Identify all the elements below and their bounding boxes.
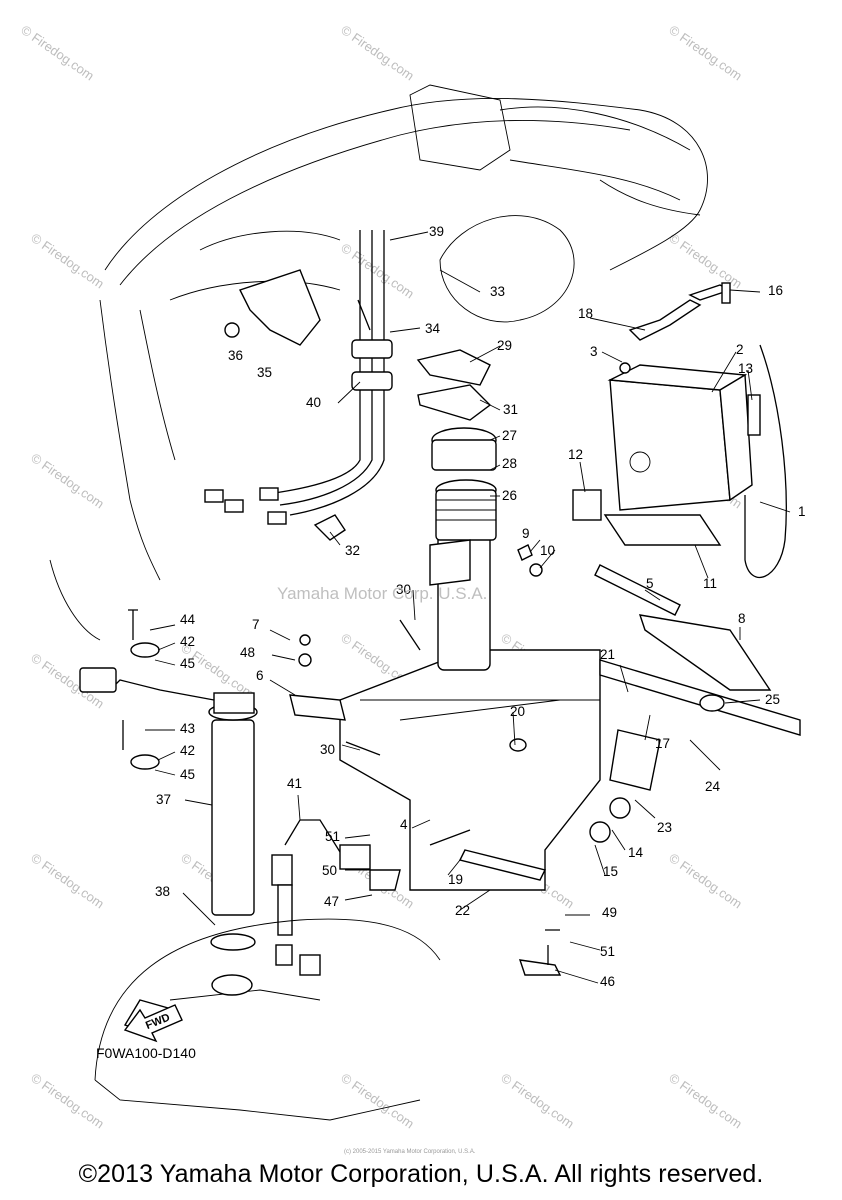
callout-11: 11 xyxy=(703,576,717,591)
bracket-35 xyxy=(224,269,321,346)
callout-12: 12 xyxy=(568,447,583,462)
firedog-watermark: © Firedog.com xyxy=(338,1070,417,1131)
callout-37: 37 xyxy=(156,792,171,807)
firedog-watermarks: © Firedog.com © Firedog.com © Firedog.com ©… xyxy=(18,22,745,1131)
leader-lines xyxy=(145,231,791,984)
callout-47: 47 xyxy=(324,894,339,909)
callout-49: 49 xyxy=(602,905,617,920)
callout-41: 41 xyxy=(287,776,302,791)
firedog-watermark: © Firedog.com xyxy=(28,230,107,291)
callout-15: 15 xyxy=(603,864,618,879)
callout-6: 6 xyxy=(256,668,264,683)
callout-14: 14 xyxy=(628,845,644,860)
callout-44: 44 xyxy=(180,612,196,627)
callout-32: 32 xyxy=(345,543,360,558)
callout-7: 7 xyxy=(252,617,260,632)
firedog-watermark: © Firedog.com xyxy=(18,22,97,83)
callout-1: 1 xyxy=(798,504,806,519)
callout-24: 24 xyxy=(705,779,721,794)
callout-35: 35 xyxy=(257,365,272,380)
callout-17: 17 xyxy=(655,736,670,751)
firedog-watermark: © Firedog.com xyxy=(498,1070,577,1131)
callout-18: 18 xyxy=(578,306,593,321)
tiny-copyright-note: (c) 2005-2015 Yamaha Motor Corporation, … xyxy=(344,1149,476,1155)
callout-4: 4 xyxy=(400,817,408,832)
callout-10: 10 xyxy=(540,543,555,558)
callout-45: 45 xyxy=(180,767,195,782)
figure-code: F0WA100-D140 xyxy=(96,1045,196,1061)
callout-38: 38 xyxy=(155,884,170,899)
firedog-watermark: © Firedog.com xyxy=(666,850,745,911)
firedog-watermark: © Firedog.com xyxy=(666,22,745,83)
firedog-watermark: © Firedog.com xyxy=(666,230,745,291)
callout-34: 34 xyxy=(425,321,441,336)
callout-40: 40 xyxy=(306,395,321,410)
callout-36: 36 xyxy=(228,348,243,363)
callout-19: 19 xyxy=(448,872,463,887)
holder-29-31 xyxy=(416,349,492,421)
fuel-tank xyxy=(339,427,601,891)
callout-25: 25 xyxy=(765,692,780,707)
callout-16: 16 xyxy=(768,283,783,298)
callout-30: 30 xyxy=(320,742,335,757)
callout-31: 31 xyxy=(503,402,518,417)
firedog-watermark: © Firedog.com xyxy=(28,450,107,511)
callout-51: 51 xyxy=(600,944,615,959)
copyright-footer: ©2013 Yamaha Motor Corporation, U.S.A. A… xyxy=(78,1160,764,1188)
battery-brackets xyxy=(594,282,801,791)
battery xyxy=(572,344,787,578)
callout-42: 42 xyxy=(180,634,195,649)
callout-9: 9 xyxy=(522,526,530,541)
fwd-arrow-icon: FWD xyxy=(123,1004,183,1043)
callout-20: 20 xyxy=(510,704,525,719)
yamaha-watermark: Yamaha Motor Corp. U.S.A. xyxy=(277,584,488,603)
callout-30: 30 xyxy=(396,582,411,597)
callout-5: 5 xyxy=(646,576,654,591)
callout-8: 8 xyxy=(738,611,746,626)
callout-26: 26 xyxy=(502,488,517,503)
callout-21: 21 xyxy=(600,647,615,662)
callout-23: 23 xyxy=(657,820,672,835)
vehicle-body-outline xyxy=(49,84,708,641)
sender-41 xyxy=(271,819,371,936)
clamp-32 xyxy=(313,514,346,541)
firedog-watermark: © Firedog.com xyxy=(338,22,417,83)
callout-2: 2 xyxy=(736,342,744,357)
callout-43: 43 xyxy=(180,721,195,736)
misc-parts xyxy=(289,299,631,976)
callout-39: 39 xyxy=(429,224,444,239)
callout-48: 48 xyxy=(240,645,255,660)
wire-harness xyxy=(204,230,393,525)
firedog-watermark: © Firedog.com xyxy=(666,1070,745,1131)
callout-42: 42 xyxy=(180,743,195,758)
firedog-watermark: © Firedog.com xyxy=(28,850,107,911)
fuel-pump-37 xyxy=(79,609,258,951)
callout-51: 51 xyxy=(325,829,340,844)
callout-50: 50 xyxy=(322,863,337,878)
callout-28: 28 xyxy=(502,456,517,471)
callout-46: 46 xyxy=(600,974,615,989)
callout-13: 13 xyxy=(738,361,753,376)
callout-27: 27 xyxy=(502,428,517,443)
callout-45: 45 xyxy=(180,656,195,671)
callout-29: 29 xyxy=(497,338,512,353)
callout-33: 33 xyxy=(490,284,505,299)
callout-22: 22 xyxy=(455,903,470,918)
callout-3: 3 xyxy=(590,344,598,359)
firedog-watermark: © Firedog.com xyxy=(338,240,417,301)
